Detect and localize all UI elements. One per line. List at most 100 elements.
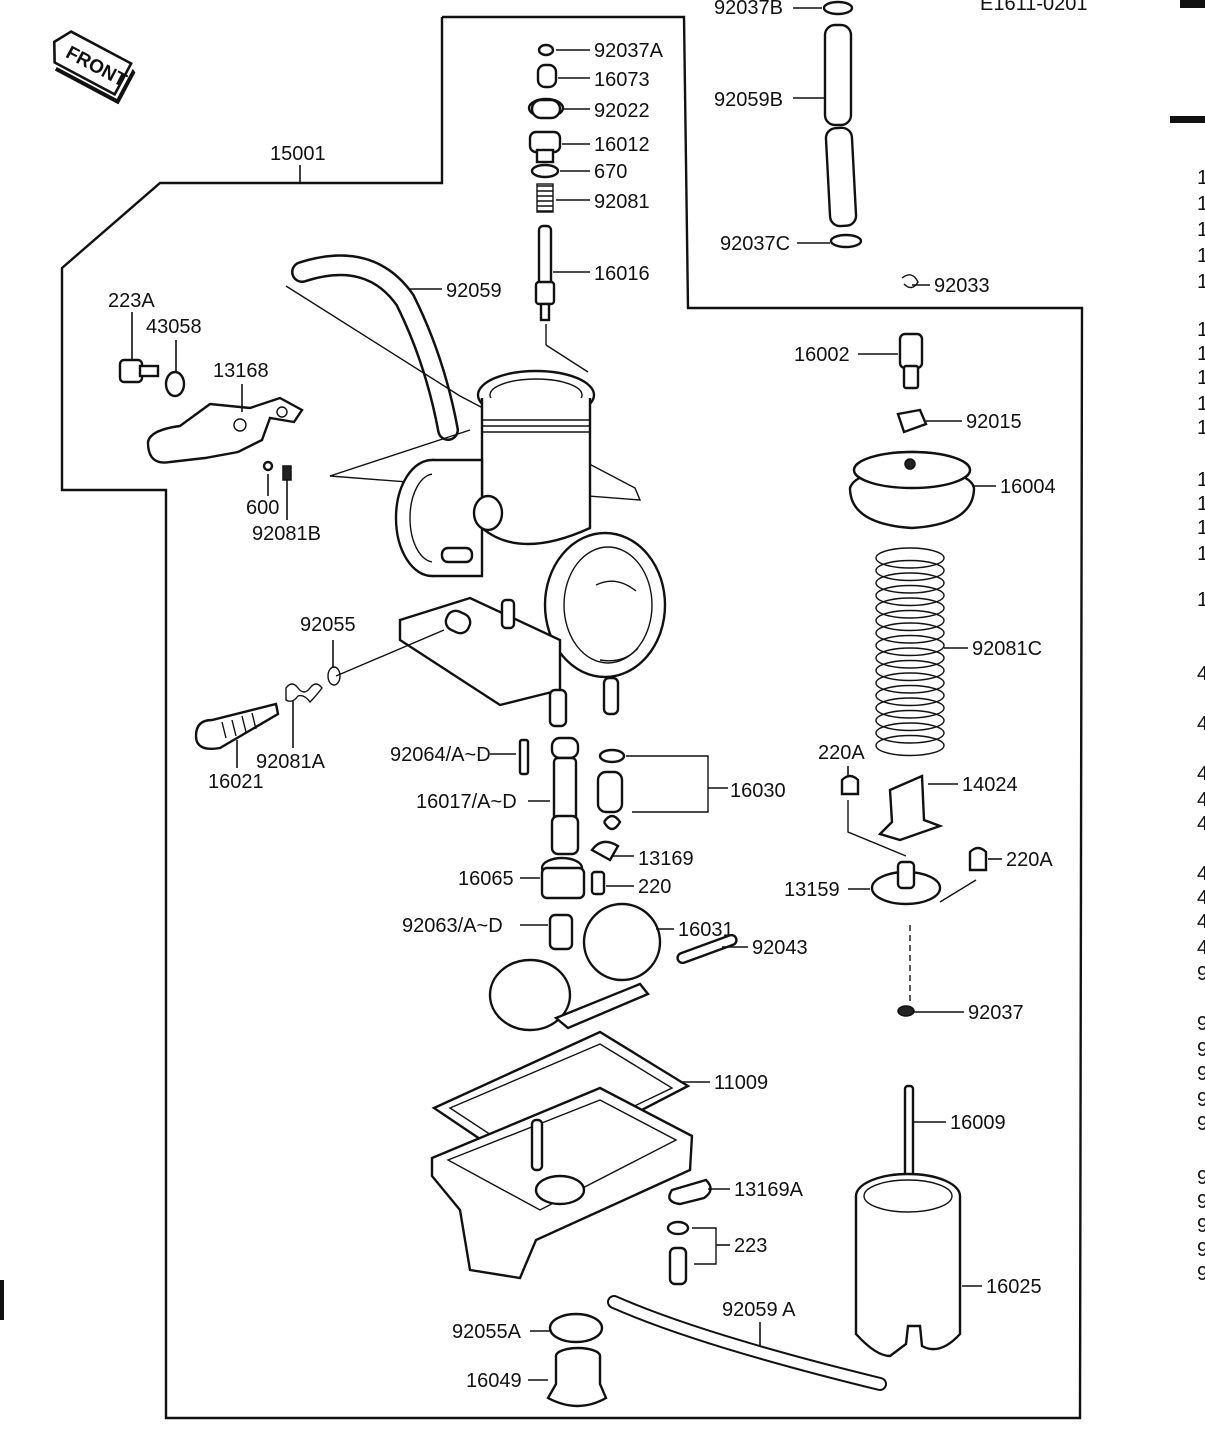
callout-92037C: 92037C xyxy=(720,233,830,255)
part-number-label: 15001 xyxy=(270,143,326,165)
side-digit: 1 xyxy=(1197,543,1205,565)
side-digit: 1 xyxy=(1197,393,1205,415)
part-callouts: 1500192037B92037A16073920221601267092081… xyxy=(108,0,1056,1392)
part-number-label: 92059B xyxy=(714,89,783,111)
callout-14024: 14024 xyxy=(928,774,1018,796)
side-digit: 4 xyxy=(1197,911,1205,933)
part-number-label: 92055A xyxy=(452,1321,522,1343)
drain-plug xyxy=(546,1312,608,1408)
top-cap-stack xyxy=(527,43,589,373)
part-number-label: 16002 xyxy=(794,344,850,366)
callout-92059: 92059 xyxy=(410,280,502,302)
part-number-label: 16049 xyxy=(466,1370,522,1392)
part-number-label: 16017/A~D xyxy=(416,791,517,813)
callout-92015: 92015 xyxy=(926,411,1022,433)
callout-92043: 92043 xyxy=(722,937,808,959)
callout-16021: 16021 xyxy=(208,740,264,793)
part-number-label: 16030 xyxy=(730,780,786,802)
page-edge-mark-left xyxy=(0,1280,4,1320)
callout-223: 223 xyxy=(716,1235,767,1257)
carburetor-body xyxy=(335,369,667,728)
vent-hose-top-right xyxy=(822,0,919,289)
callout-92081A: 92081A xyxy=(256,700,326,773)
part-number-label: 16025 xyxy=(986,1276,1042,1298)
callout-13168: 13168 xyxy=(213,360,269,412)
side-digit: 9 xyxy=(1197,1215,1205,1237)
callout-92063: 92063/A~D xyxy=(402,915,548,937)
callout-92033: 92033 xyxy=(912,275,990,297)
part-number-label: 13159 xyxy=(784,879,840,901)
part-number-label: 92043 xyxy=(752,937,808,959)
side-digit: 4 xyxy=(1197,789,1205,811)
side-digit: 9 xyxy=(1197,1013,1205,1035)
part-number-label: 16031 xyxy=(678,919,734,941)
callout-92037: 92037 xyxy=(914,1002,1024,1024)
callout-92037B: 92037B xyxy=(714,0,822,19)
side-digit: 4 xyxy=(1197,937,1205,959)
side-digit: 4 xyxy=(1197,863,1205,885)
side-digit: 4 xyxy=(1197,713,1205,735)
callout-16025: 16025 xyxy=(962,1276,1042,1298)
part-number-label: 16021 xyxy=(208,771,264,793)
part-number-label: 92081A xyxy=(256,751,326,773)
part-number-label: 92033 xyxy=(934,275,990,297)
callout-92059B: 92059B xyxy=(714,89,824,111)
side-digit: 1 xyxy=(1197,493,1205,515)
part-number-label: 11009 xyxy=(714,1072,768,1094)
part-number-label: 92037C xyxy=(720,233,790,255)
part-number-label: 13169A xyxy=(734,1179,804,1201)
part-number-label: 16073 xyxy=(594,69,650,91)
part-number-label: 16004 xyxy=(1000,476,1056,498)
callout-16049: 16049 xyxy=(466,1370,548,1392)
part-number-label: 16012 xyxy=(594,134,650,156)
callout-92081B: 92081B xyxy=(252,480,321,545)
side-digit: 1 xyxy=(1197,367,1205,389)
part-number-label: 220 xyxy=(638,876,671,898)
part-number-label: 92081 xyxy=(594,191,650,213)
part-number-label: 16065 xyxy=(458,868,514,890)
part-number-label: 13169 xyxy=(638,848,694,870)
part-number-label: 92064/A~D xyxy=(390,744,491,766)
side-digit: 4 xyxy=(1197,887,1205,909)
part-number-label: 223 xyxy=(734,1235,767,1257)
jet-cluster xyxy=(518,736,728,951)
side-digit: 1 xyxy=(1197,517,1205,539)
callout-13169: 13169 xyxy=(612,848,694,870)
side-digit: 4 xyxy=(1197,663,1205,685)
side-digit: 1 xyxy=(1197,589,1205,611)
front-arrow-badge: FRONT xyxy=(52,30,136,105)
callout-16016: 16016 xyxy=(553,263,650,285)
float-bowl xyxy=(430,1030,694,1280)
callout-92064: 92064/A~D xyxy=(390,744,516,766)
side-digit: 9 xyxy=(1197,1113,1205,1135)
part-number-label: 16016 xyxy=(594,263,650,285)
side-digit: 9 xyxy=(1197,1239,1205,1261)
callout-220: 220 xyxy=(606,876,671,898)
slide-assembly xyxy=(840,332,988,1358)
callout-600: 600 xyxy=(246,474,279,519)
callout-92037A: 92037A xyxy=(556,40,664,62)
side-digit: 4 xyxy=(1197,763,1205,785)
callout-16012: 16012 xyxy=(562,134,650,156)
callout-223A: 223A xyxy=(108,290,155,360)
side-digit: 1 xyxy=(1197,219,1205,241)
part-number-label: 92081B xyxy=(252,523,321,545)
callout-11009: 11009 xyxy=(680,1072,768,1094)
side-digit: 1 xyxy=(1197,245,1205,267)
side-digit: 1 xyxy=(1197,271,1205,293)
side-digit: 9 xyxy=(1197,963,1205,985)
overflow-hose xyxy=(607,1295,887,1391)
part-number-label: 92015 xyxy=(966,411,1022,433)
callout-92081: 92081 xyxy=(556,191,650,213)
callout-16065: 16065 xyxy=(458,868,540,890)
callout-13169A: 13169A xyxy=(708,1179,804,1201)
callout-16073: 16073 xyxy=(558,69,650,91)
side-digit: 1 xyxy=(1197,417,1205,439)
callout-92055: 92055 xyxy=(300,614,356,668)
callout-92055A: 92055A xyxy=(452,1321,552,1343)
float-assembly xyxy=(488,902,738,1032)
part-number-label: 13168 xyxy=(213,360,269,382)
callout-13159: 13159 xyxy=(784,879,870,901)
side-digit: 9 xyxy=(1197,1191,1205,1213)
